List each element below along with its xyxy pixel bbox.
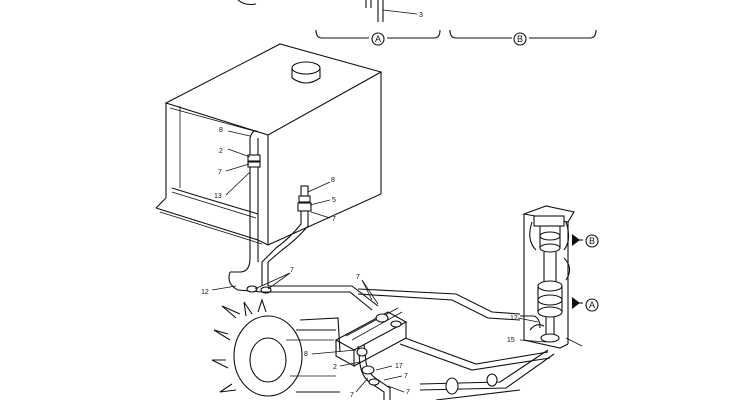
callout-7-low-c: 7: [406, 389, 410, 396]
arrow-marker-a: [572, 297, 599, 312]
section-bracket-a: [315, 29, 441, 46]
callout-7-mid: 7: [290, 267, 294, 274]
arrow-label-a: A: [589, 300, 595, 310]
hydraulic-tank: [155, 43, 383, 246]
return-hoses: [211, 262, 379, 311]
engine-pump: [211, 298, 341, 397]
callout-12-left: 12: [201, 289, 209, 296]
tank-outlet-fitting: [261, 181, 331, 263]
callout-12-filter: 15: [507, 337, 515, 344]
callout-7-low-b: 7: [350, 392, 354, 399]
callout-3: 3: [419, 12, 423, 19]
callout-8-top: 8: [219, 127, 223, 134]
tank-hose-left: [225, 130, 261, 273]
section-bracket-b: [449, 29, 597, 46]
callout-7-filter: 12: [510, 315, 518, 322]
callout-7-valve: 7: [356, 274, 360, 281]
main-pipe-run: [357, 288, 555, 401]
callout-7-low-a: 7: [404, 373, 408, 380]
callout-2-valve: 2: [333, 364, 337, 371]
arrow-label-b: B: [589, 236, 595, 246]
filter-assembly: [517, 205, 583, 349]
top-rods: [237, 0, 418, 22]
section-marker-a: A: [375, 34, 381, 44]
valve-hoses: [311, 343, 405, 400]
control-valve: [334, 279, 408, 367]
callout-7-top: 7: [218, 169, 222, 176]
callout-7-outlet: 7: [332, 216, 336, 223]
callout-8-outlet: 8: [331, 177, 335, 184]
callout-13: 13: [214, 193, 222, 200]
callout-5: 5: [332, 197, 336, 204]
callout-8-valve: 8: [304, 351, 308, 358]
callout-2-top: 2: [219, 148, 223, 155]
arrow-marker-b: [572, 234, 599, 248]
section-marker-b: B: [517, 34, 523, 44]
callout-17: 17: [395, 363, 403, 370]
